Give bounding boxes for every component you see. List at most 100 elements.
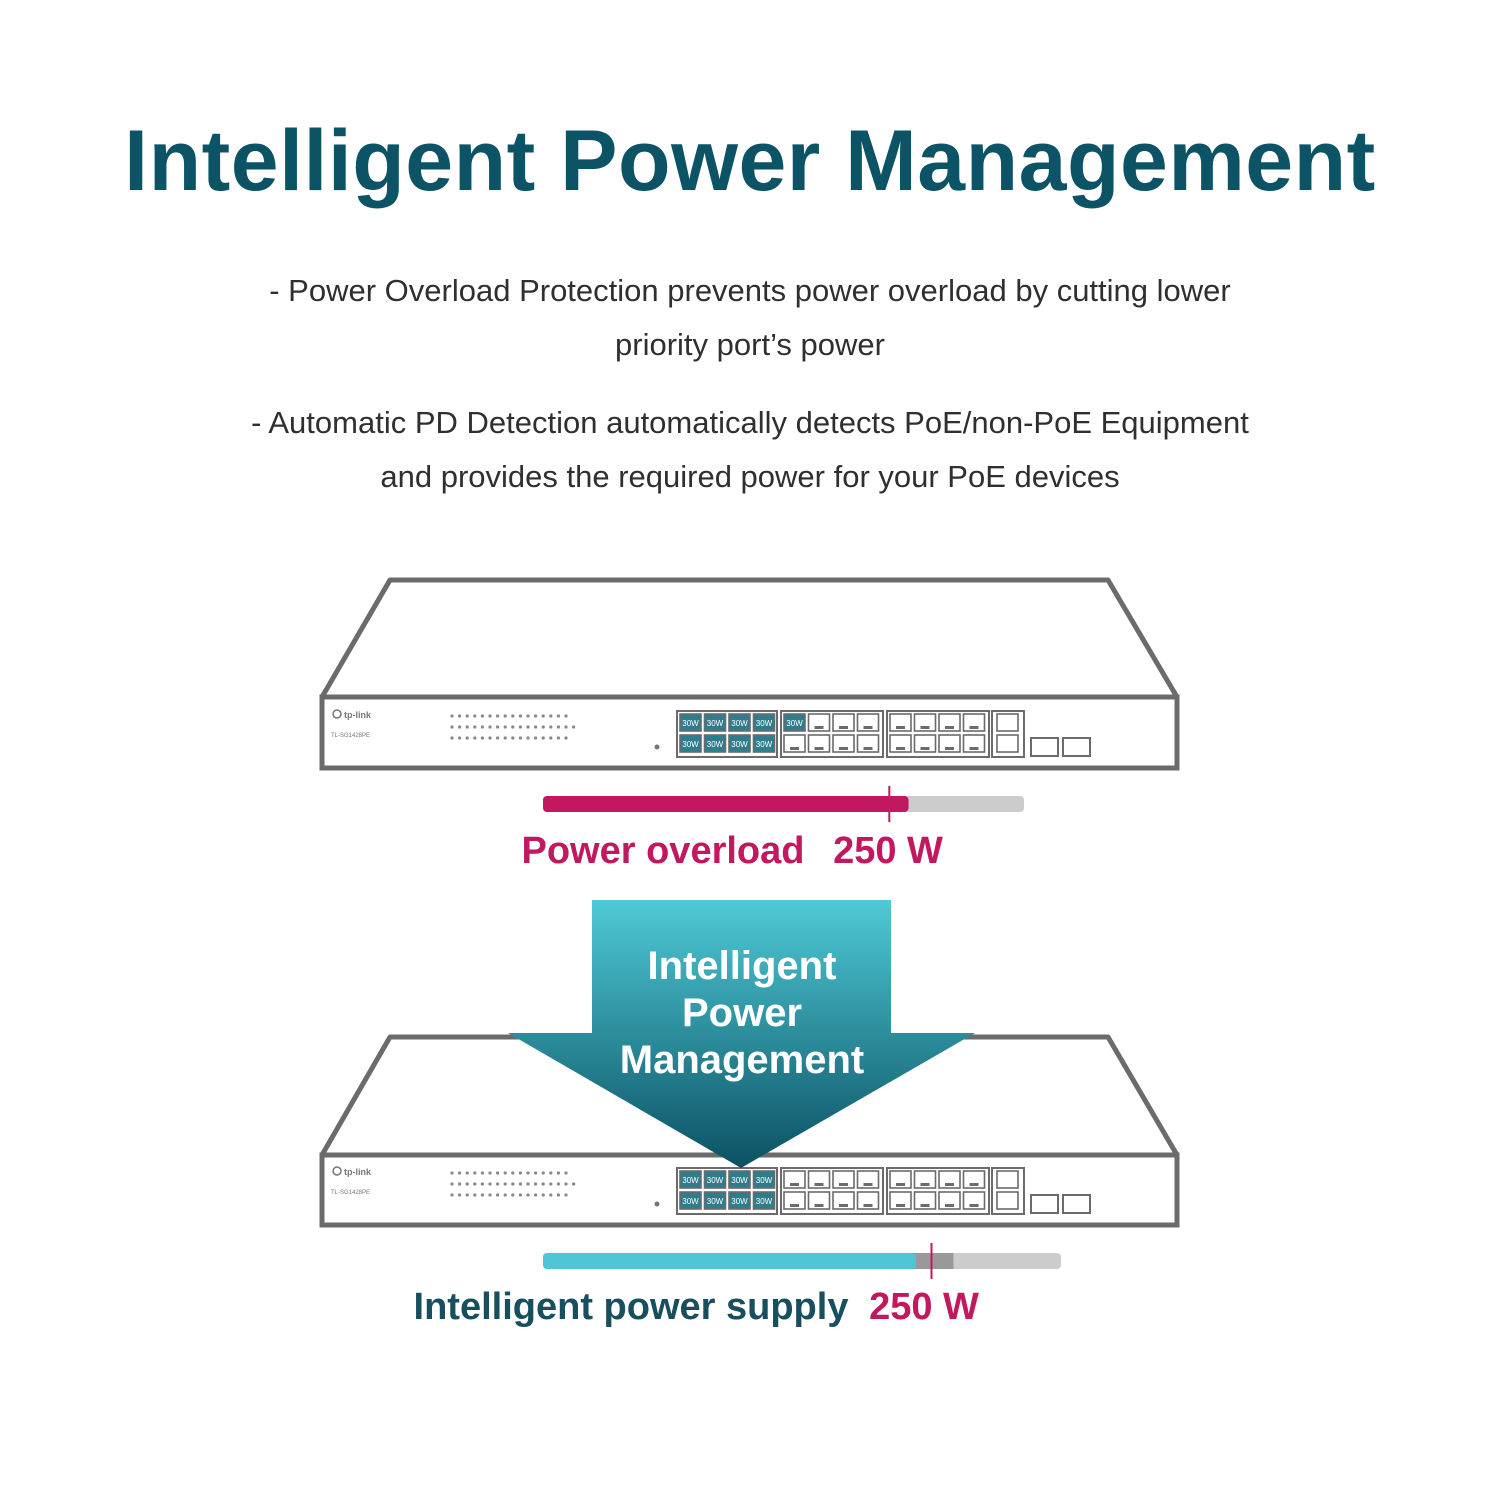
port-power-label: 30W <box>707 1176 724 1185</box>
overload-label: Power overload <box>522 830 805 872</box>
feature-text-line: priority port’s power <box>615 327 885 362</box>
led-dot <box>534 725 538 729</box>
port-clip <box>863 1204 873 1207</box>
led-dot <box>654 744 660 750</box>
led-dot <box>564 736 568 740</box>
led-dot <box>556 736 561 740</box>
ethernet-port <box>889 1191 912 1210</box>
led-dot <box>496 736 500 740</box>
tp-link-logo: tp-link <box>332 1166 372 1177</box>
led-dot <box>541 736 545 740</box>
intelligent-power-arrow: Intelligent Power Management <box>508 900 975 1168</box>
poe-port-active <box>679 734 702 753</box>
led-dot <box>465 714 469 718</box>
poe-port-active <box>728 1191 751 1210</box>
ethernet-port <box>938 713 961 732</box>
led-dot <box>526 714 530 718</box>
combo-port <box>996 713 1019 732</box>
tp-link-logo-icon <box>332 709 342 719</box>
ethernet-port <box>938 734 961 753</box>
port-power-label: 30W <box>756 740 773 749</box>
led-dot <box>465 1182 469 1186</box>
led-dot <box>488 725 492 729</box>
led-dot <box>556 1171 561 1175</box>
led-dot <box>518 714 523 718</box>
ethernet-port <box>913 734 937 753</box>
led-dot <box>534 1171 538 1175</box>
poe-port-active <box>703 713 727 732</box>
led-dot <box>480 714 484 718</box>
led-dot <box>549 736 553 740</box>
led-dot <box>450 1171 454 1175</box>
port-power-label: 30W <box>756 1176 773 1185</box>
led-dot <box>564 714 568 718</box>
led-dot <box>503 1171 507 1175</box>
power-meter-supply <box>543 1243 1061 1279</box>
led-dot <box>458 1193 462 1197</box>
led-dot <box>526 725 530 729</box>
led-dot <box>450 1193 454 1197</box>
port-power-label: 30W <box>731 1197 748 1206</box>
led-dot <box>488 1171 492 1175</box>
ethernet-port <box>783 734 806 753</box>
led-dot <box>534 736 538 740</box>
ethernet-port <box>856 734 880 753</box>
port-clip <box>790 747 799 750</box>
poe-port-active <box>728 1170 751 1189</box>
port-clip <box>814 1204 824 1207</box>
led-dot <box>496 725 500 729</box>
led-dot <box>549 1182 553 1186</box>
led-dot <box>496 1182 500 1186</box>
led-dot <box>518 1182 523 1186</box>
led-dot <box>549 1193 553 1197</box>
led-dot <box>511 725 515 729</box>
led-dot <box>503 1193 507 1197</box>
led-dot <box>511 736 515 740</box>
overload-value: 250 W <box>833 830 943 872</box>
led-dot <box>473 714 477 718</box>
port-group-frame <box>780 710 884 758</box>
led-dot <box>549 714 553 718</box>
port-clip <box>896 1183 905 1186</box>
port-group-frame <box>991 710 1025 758</box>
arrow-label-line: Power <box>682 991 802 1035</box>
led-dot <box>541 725 545 729</box>
led-dot <box>488 736 492 740</box>
led-dot <box>458 1182 462 1186</box>
ethernet-port <box>832 734 855 753</box>
ethernet-port <box>832 1170 855 1189</box>
tp-link-logo: tp-link <box>332 709 372 720</box>
port-power-label: 30W <box>707 719 724 728</box>
supply-label: Intelligent power supply <box>414 1286 849 1328</box>
led-dot <box>556 725 561 729</box>
led-dot <box>458 736 462 740</box>
led-dot <box>450 714 454 718</box>
led-grid <box>450 714 576 740</box>
poe-port-active <box>679 1170 702 1189</box>
poe-port-active <box>703 1170 727 1189</box>
ethernet-port <box>913 1170 937 1189</box>
ethernet-port <box>807 734 831 753</box>
led-dot <box>480 1182 484 1186</box>
led-dot <box>511 714 515 718</box>
ethernet-port <box>962 1170 986 1189</box>
ethernet-port <box>856 1191 880 1210</box>
feature-pd-detection: - Automatic PD Detection automatically d… <box>150 396 1350 504</box>
led-dot <box>541 1171 545 1175</box>
ethernet-port <box>889 713 912 732</box>
led-dot <box>526 736 530 740</box>
led-dot <box>473 1193 477 1197</box>
led-dot <box>518 1171 523 1175</box>
led-dot <box>518 725 523 729</box>
led-dot <box>450 736 454 740</box>
model-label: TL-SG1428PE <box>331 733 370 739</box>
led-dot <box>458 1171 462 1175</box>
led-dot <box>465 1193 469 1197</box>
led-dot <box>458 725 462 729</box>
led-dot <box>465 1171 469 1175</box>
port-clip <box>969 1183 979 1186</box>
led-dot <box>473 1171 477 1175</box>
led-dot <box>465 736 469 740</box>
